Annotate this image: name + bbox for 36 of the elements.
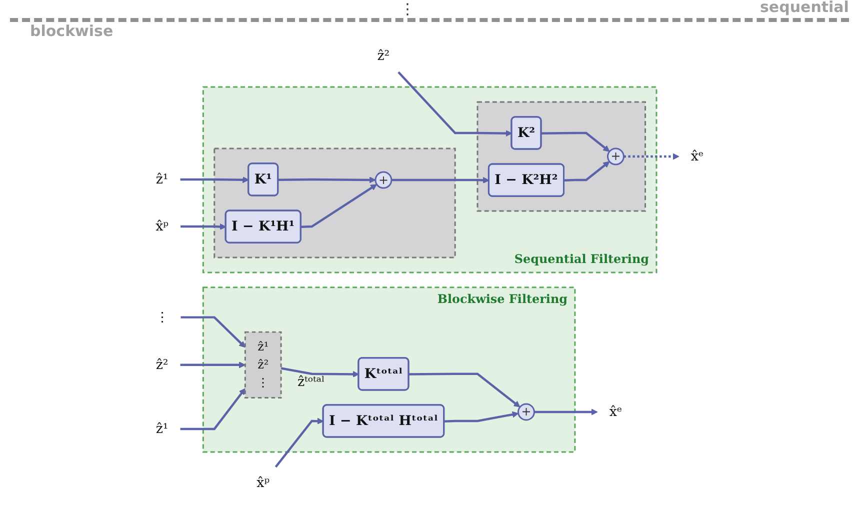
ellipsis-mark: ⋮ (400, 0, 415, 18)
node-text: x̂ᵉ (609, 404, 622, 420)
arrow (564, 161, 610, 182)
section-label: sequential (760, 0, 849, 16)
node-text: ẑ² (156, 357, 168, 373)
node-text: ⋮ (155, 309, 169, 326)
node-text: ẑ² (377, 48, 390, 64)
arrow (278, 176, 376, 184)
arrow (180, 316, 246, 348)
node-text: x̂ᵖ (256, 475, 270, 491)
arrow (180, 362, 246, 368)
node-label: ẑᵗᵒᵗᵃˡ (297, 374, 325, 390)
arrow (180, 223, 226, 230)
node-circle: + (374, 171, 392, 189)
node-circle: + (517, 403, 535, 421)
node-box: ẑ¹ ẑ² ⋮ (244, 331, 282, 399)
node-circle: + (606, 148, 624, 166)
arrow (534, 408, 598, 416)
arrow (280, 367, 360, 378)
arrow (444, 411, 519, 422)
node-text: x̂ᵉ (690, 148, 704, 164)
section-label: blockwise (30, 22, 114, 40)
arrow (408, 372, 520, 408)
cluster (476, 101, 646, 212)
arrow (398, 71, 512, 137)
arrow (180, 388, 246, 430)
arrow (391, 176, 490, 184)
node-text: ẑ¹ (156, 172, 168, 188)
arrow (180, 176, 250, 184)
node-text: x̂ᵖ (156, 218, 169, 234)
arrow (274, 418, 324, 468)
cluster (214, 148, 456, 258)
arrow (541, 132, 610, 152)
node-text: ẑ¹ (156, 421, 168, 437)
arrow (624, 153, 680, 160)
arrow (300, 184, 378, 228)
